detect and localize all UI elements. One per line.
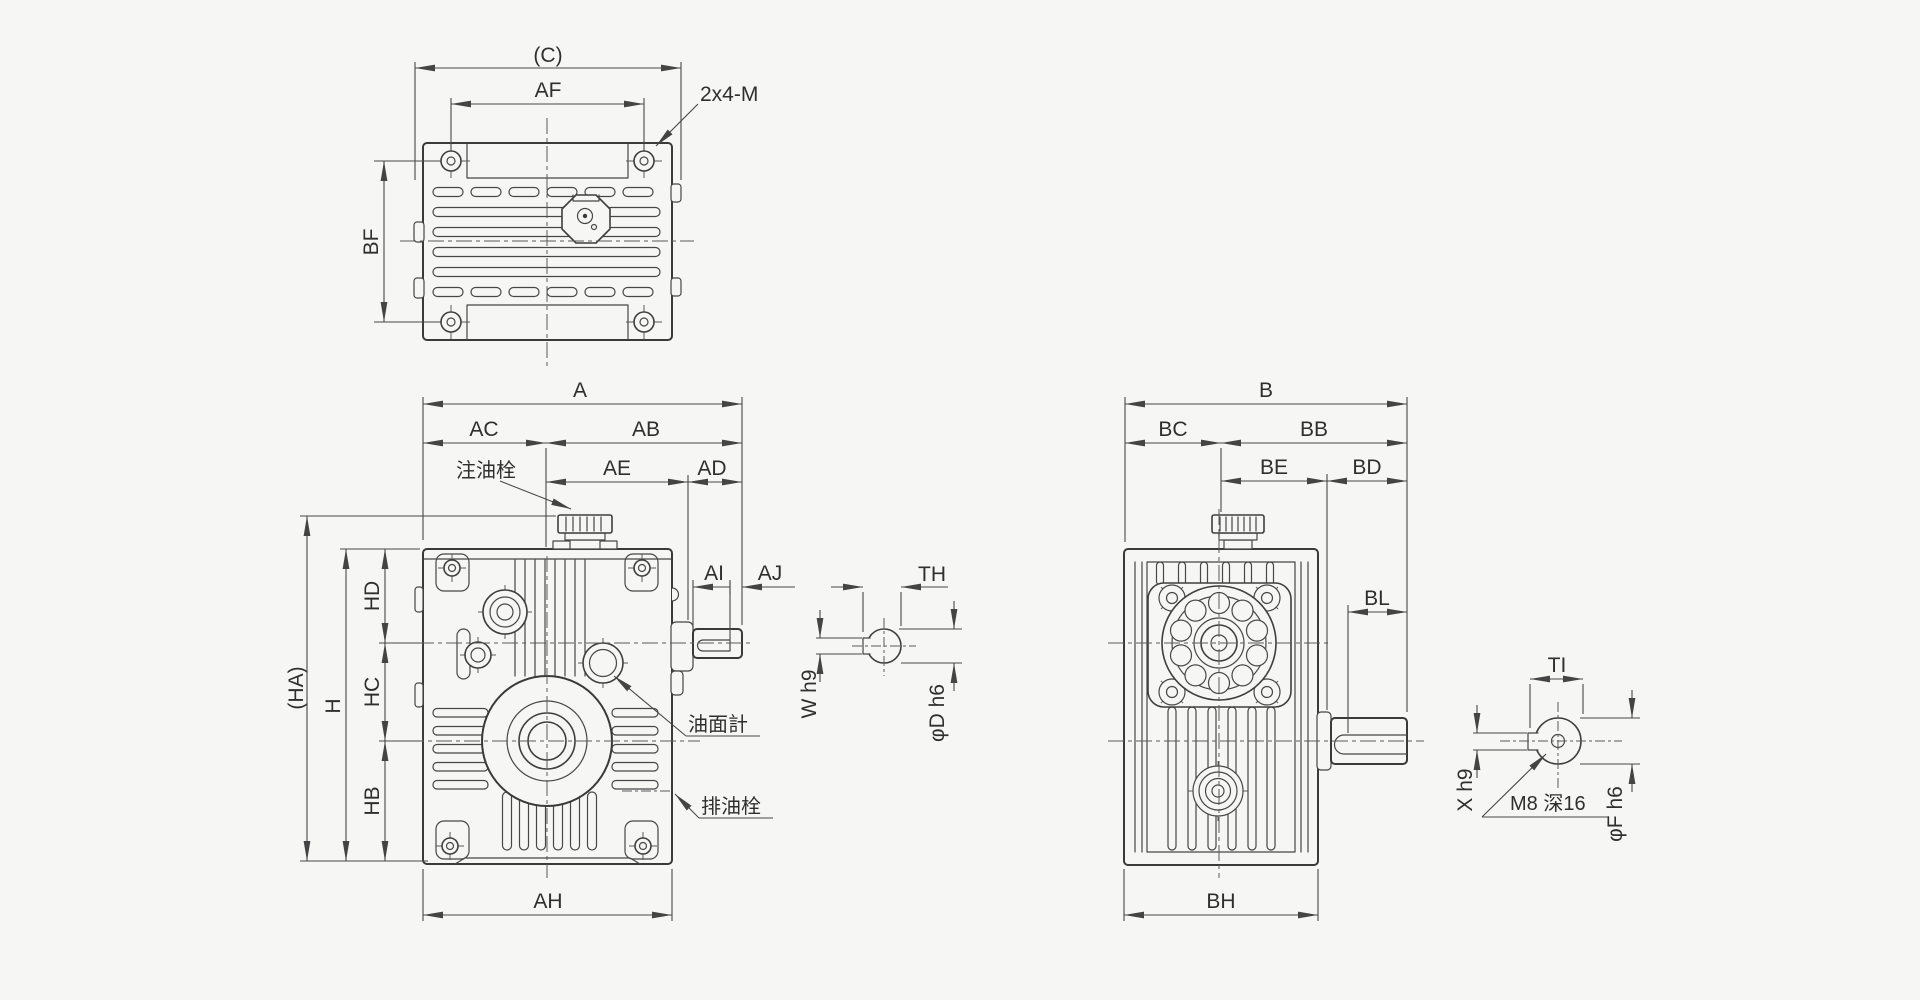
oil-level-gauge xyxy=(578,638,628,688)
dim-label-be: BE xyxy=(1260,456,1288,479)
dim-label-d: φD h6 xyxy=(926,684,949,742)
dim-label-hc: HC xyxy=(361,677,384,707)
side-view-dimensions: B BC BB BE BD BL BH xyxy=(1123,379,1408,921)
drain-plug-boss xyxy=(1188,761,1248,821)
top-view-tab xyxy=(670,183,682,203)
oil-drain-label: 排油栓 xyxy=(701,795,761,818)
dim-label-ac: AC xyxy=(469,418,498,441)
oil-gauge-label: 油面計 xyxy=(688,713,748,736)
dim-label-ab: AB xyxy=(632,418,660,441)
output-shaft-detail: TI X h9 φF h6 M8 深16 xyxy=(1454,654,1640,842)
locating-pin xyxy=(671,587,680,602)
dim-label-aj: AJ xyxy=(758,562,783,585)
dim-label-ha: (HA) xyxy=(285,666,308,709)
mounting-holes xyxy=(374,144,662,339)
dim-label-ae: AE xyxy=(603,457,631,480)
dim-label-x: X h9 xyxy=(1454,768,1477,811)
tap-note-label: M8 深16 xyxy=(1510,792,1586,815)
front-view-dimensions: A AC AB AE AD AI AJ (HA) H xyxy=(285,379,795,921)
front-view-leaders: 注油栓 油面計 排油栓 xyxy=(456,459,773,819)
dim-label-bl: BL xyxy=(1364,587,1390,610)
input-shaft-boss xyxy=(670,621,694,672)
flange-bolts xyxy=(1158,584,1281,706)
dim-label-w: W h9 xyxy=(798,669,821,718)
dim-label-af: AF xyxy=(535,79,562,102)
dim-label-b: B xyxy=(1259,379,1273,402)
top-view-dimensions: (C) AF 2x4-M BF xyxy=(360,44,758,323)
front-view-fins xyxy=(432,559,659,851)
side-view: B BC BB BE BD BL BH xyxy=(1108,379,1424,921)
front-view-tab xyxy=(414,586,424,613)
bolt-note-label: 2x4-M xyxy=(700,83,758,106)
dim-label-hb: HB xyxy=(361,786,384,815)
dim-label-ti: TI xyxy=(1548,654,1567,677)
worm-shaft-rear-boss xyxy=(478,585,532,639)
top-view-tab xyxy=(413,277,425,299)
dim-label-bf: BF xyxy=(360,229,383,256)
dim-label-ai: AI xyxy=(704,562,724,585)
top-view: (C) AF 2x4-M BF xyxy=(360,44,758,366)
dim-label-ah: AH xyxy=(533,890,562,913)
dim-label-a: A xyxy=(573,379,587,402)
front-view: A AC AB AE AD AI AJ (HA) H xyxy=(285,379,795,921)
input-shaft-detail-dimensions: TH W h9 φD h6 xyxy=(798,563,962,742)
dim-label-th: TH xyxy=(918,563,946,586)
oil-fill-plug xyxy=(552,514,618,550)
dim-label-bc: BC xyxy=(1158,418,1187,441)
front-view-tab xyxy=(414,682,424,708)
dim-label-f: φF h6 xyxy=(1604,786,1627,842)
output-shaft-detail-dimensions: TI X h9 φF h6 M8 深16 xyxy=(1454,654,1640,842)
dim-label-c: (C) xyxy=(533,44,562,67)
small-boss xyxy=(460,637,496,673)
dim-label-ad: AD xyxy=(697,457,726,480)
top-view-tab xyxy=(670,277,682,297)
dim-label-hd: HD xyxy=(361,581,384,611)
dim-label-bh: BH xyxy=(1206,890,1235,913)
dim-label-bd: BD xyxy=(1352,456,1381,479)
top-view-tab xyxy=(413,221,425,243)
dim-label-bb: BB xyxy=(1300,418,1328,441)
keyway xyxy=(862,637,871,655)
input-shaft-detail: TH W h9 φD h6 xyxy=(798,563,962,742)
dim-label-h: H xyxy=(322,698,345,713)
corner-screws xyxy=(435,553,659,860)
oil-fill-label: 注油栓 xyxy=(456,459,516,482)
side-oil-fill-plug xyxy=(1211,514,1265,550)
